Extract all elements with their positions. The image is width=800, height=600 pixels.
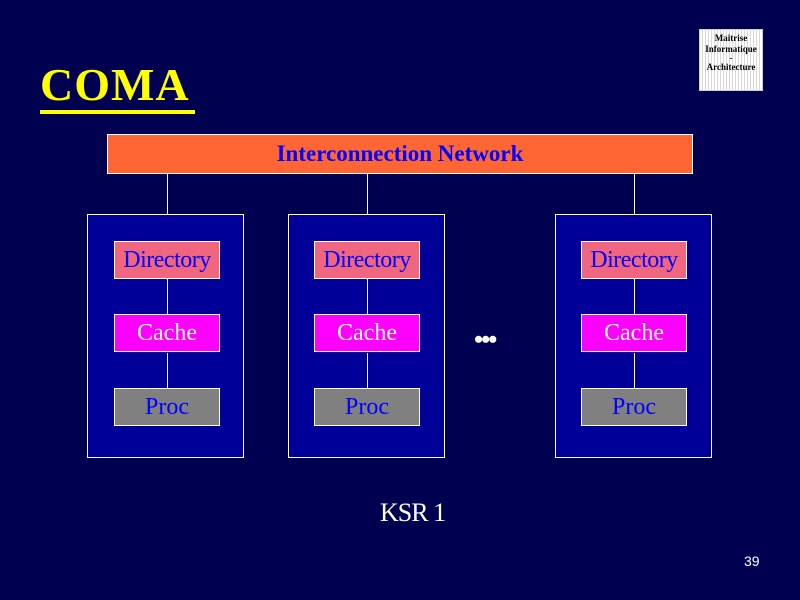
course-logo: Maîtrise Informatique - Architecture: [699, 29, 763, 91]
slide-title: COMA: [40, 59, 190, 110]
proc-box: Proc: [114, 388, 220, 426]
cache-box: Cache: [114, 314, 220, 352]
cache-box: Cache: [581, 314, 687, 352]
connector-line: [367, 279, 368, 315]
logo-line: Maîtrise: [714, 33, 748, 43]
cache-box: Cache: [314, 314, 420, 352]
connector-line: [167, 279, 168, 315]
directory-box: Directory: [581, 241, 687, 279]
proc-box: Proc: [314, 388, 420, 426]
connector-line: [367, 173, 368, 242]
logo-line: Architecture: [706, 62, 756, 72]
connector-line: [634, 279, 635, 315]
directory-box: Directory: [114, 241, 220, 279]
interconnection-network: Interconnection Network: [107, 134, 693, 174]
diagram-caption: KSR 1: [380, 498, 446, 527]
connector-line: [167, 173, 168, 242]
directory-box: Directory: [314, 241, 420, 279]
title-underline: [40, 110, 195, 114]
proc-box: Proc: [581, 388, 687, 426]
connector-line: [634, 173, 635, 242]
logo-line: -: [729, 53, 733, 63]
logo-line: Informatique: [705, 44, 757, 54]
connector-line: [634, 353, 635, 388]
page-number: 39: [744, 553, 760, 569]
connector-line: [167, 353, 168, 388]
ellipsis: •••: [474, 325, 497, 354]
connector-line: [367, 353, 368, 388]
